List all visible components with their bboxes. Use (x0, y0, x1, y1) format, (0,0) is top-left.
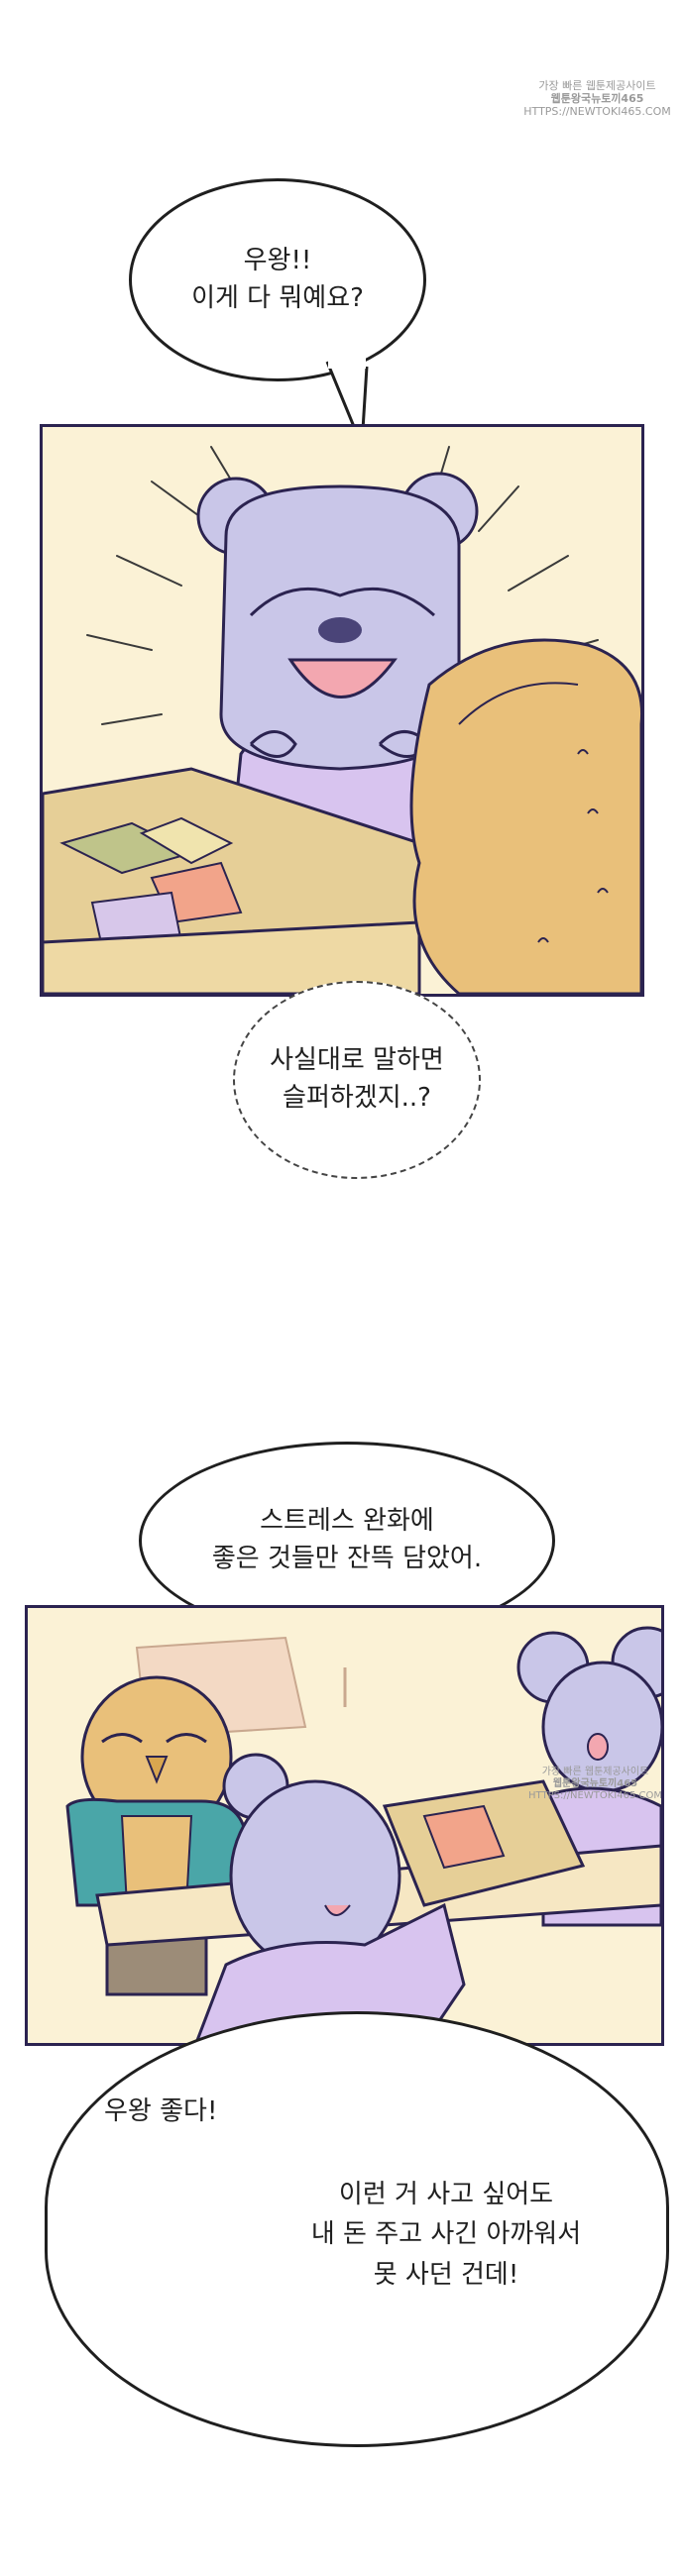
speech-bubble-1: 우왕!! 이게 다 뭐예요? (129, 178, 426, 381)
watermark-panel-line2: 웹툰왕국뉴토끼465 (552, 1778, 638, 1789)
watermark-panel-line1: 가장 빠른 웹툰제공사이트 (541, 1767, 649, 1777)
watermark-line1: 가장 빠른 웹툰제공사이트 (538, 79, 656, 92)
watermark-line2: 웹툰왕국뉴토끼465 (550, 92, 644, 106)
bear-character (194, 1753, 466, 2043)
bubble-4-text: 우왕 좋다! (104, 2096, 218, 2126)
bubble-3-text: 스트레스 완화에 좋은 것들만 잔뜩 담았어. (211, 1506, 483, 1573)
gift-box (382, 1779, 586, 1907)
watermark-panel: 가장 빠른 웹툰제공사이트 웹툰왕국뉴토끼465 HTTPS://NEWTOKI… (528, 1767, 662, 1802)
bear-character (196, 472, 479, 771)
watermark-panel-line3: HTTPS://NEWTOKI465.COM (528, 1790, 662, 1801)
watermark-line3: HTTPS://NEWTOKI465.COM (523, 105, 671, 119)
bubble-2-text: 사실대로 말하면 슬퍼하겠지..? (270, 1045, 444, 1113)
thought-bubble-2: 사실대로 말하면 슬퍼하겠지..? (233, 981, 481, 1179)
watermark-top: 가장 빠른 웹툰제공사이트 웹툰왕국뉴토끼465 HTTPS://NEWTOKI… (515, 79, 679, 119)
owl-character (409, 638, 641, 994)
bubble-1-text: 우왕!! 이게 다 뭐예요? (191, 245, 364, 313)
panel-1 (40, 424, 644, 997)
panel-2: 가장 빠른 웹툰제공사이트 웹툰왕국뉴토끼465 HTTPS://NEWTOKI… (25, 1605, 664, 2046)
panel-1-art (43, 446, 641, 994)
bubble-5-text: 이런 거 사고 싶어도 내 돈 주고 사긴 아까워서 못 사던 건데! (310, 2180, 582, 2290)
gift-box (43, 767, 421, 994)
panel-2-art (65, 1626, 661, 2043)
speech-bubble-4 (45, 2011, 669, 2447)
owl-character (65, 1675, 248, 1996)
